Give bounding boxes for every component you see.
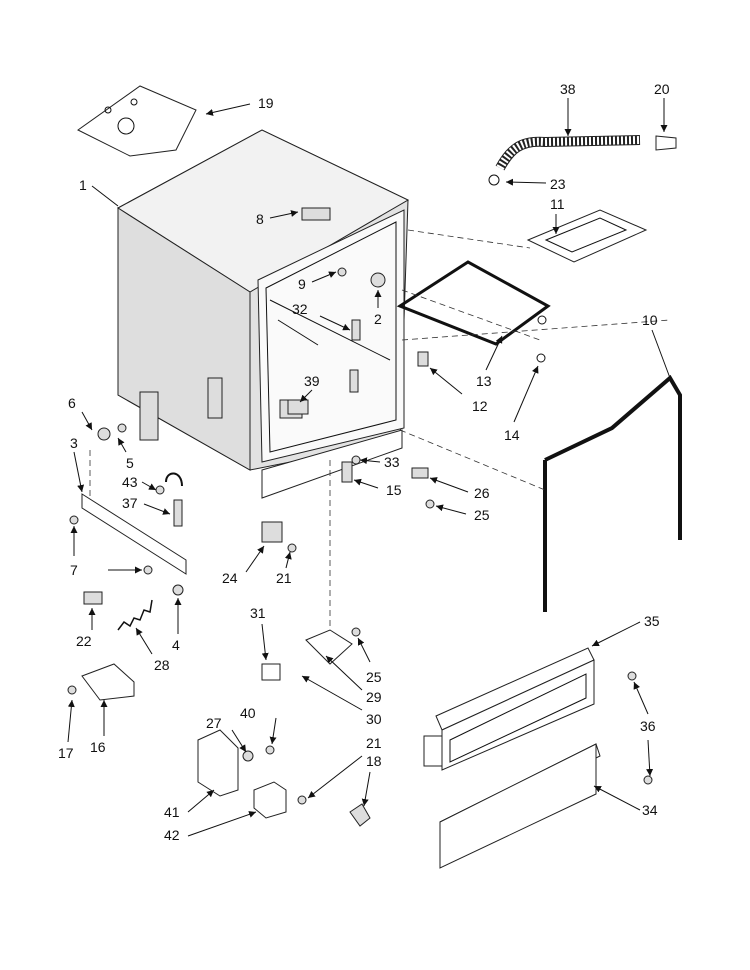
- callout-5: 5: [126, 455, 134, 471]
- tub-assembly: [117, 129, 410, 499]
- callout-21a: 21: [276, 570, 292, 586]
- callout-14: 14: [504, 427, 520, 443]
- hardware-fasteners: [67, 207, 653, 805]
- part-34-panel: [439, 743, 601, 869]
- callout-7: 7: [70, 562, 78, 578]
- callout-13: 13: [476, 373, 492, 389]
- callout-8: 8: [256, 211, 264, 227]
- part-3-bracket: [81, 493, 187, 575]
- callout-labels: 1 2 3 4 5 6 7 8 9 10 11 12 13 14 15 16 1…: [58, 81, 670, 843]
- callout-2: 2: [374, 311, 382, 327]
- guide-lines: [89, 229, 671, 640]
- callout-3: 3: [70, 435, 78, 451]
- callout-21b: 21: [366, 735, 382, 751]
- callout-39: 39: [304, 373, 320, 389]
- callout-1: 1: [79, 177, 87, 193]
- part-28-spring: [117, 599, 153, 631]
- callout-12: 12: [472, 398, 488, 414]
- part-22-label: [83, 591, 103, 605]
- part-35-panel: [423, 647, 595, 771]
- callout-43: 43: [122, 474, 138, 490]
- callout-23: 23: [550, 176, 566, 192]
- callout-20: 20: [654, 81, 670, 97]
- callout-41: 41: [164, 804, 180, 820]
- callout-4: 4: [172, 637, 180, 653]
- part-29-bracket: [261, 629, 353, 681]
- callout-27: 27: [206, 715, 222, 731]
- callout-31: 31: [250, 605, 266, 621]
- part-18-clip: [349, 803, 371, 827]
- part-38-hose: [488, 135, 677, 186]
- leader-lines: [67, 98, 671, 837]
- part-16-foot: [81, 663, 135, 701]
- callout-38: 38: [560, 81, 576, 97]
- callout-11: 11: [550, 196, 565, 212]
- part-13-frame: [396, 260, 551, 363]
- callout-6: 6: [68, 395, 76, 411]
- callout-34: 34: [642, 802, 658, 818]
- callout-9: 9: [298, 276, 306, 292]
- callout-15: 15: [386, 482, 402, 498]
- callout-42: 42: [164, 827, 180, 843]
- callout-22: 22: [76, 633, 92, 649]
- callout-10: 10: [642, 312, 658, 328]
- callout-37: 37: [122, 495, 138, 511]
- callout-28: 28: [154, 657, 170, 673]
- callout-25a: 25: [474, 507, 490, 523]
- callout-19: 19: [258, 95, 274, 111]
- part-11-grate: [526, 209, 648, 263]
- part-41-42-brackets: [197, 729, 287, 819]
- callout-18: 18: [366, 753, 382, 769]
- part-19-bag: [77, 85, 197, 157]
- callout-30: 30: [366, 711, 382, 727]
- callout-32: 32: [292, 301, 308, 317]
- callout-17: 17: [58, 745, 74, 761]
- callout-29: 29: [366, 689, 382, 705]
- callout-25b: 25: [366, 669, 382, 685]
- callout-16: 16: [90, 739, 106, 755]
- part-10-stand: [543, 374, 682, 612]
- callout-40: 40: [240, 705, 256, 721]
- callout-33: 33: [384, 454, 400, 470]
- callout-24: 24: [222, 570, 238, 586]
- callout-26: 26: [474, 485, 490, 501]
- callout-36: 36: [640, 718, 656, 734]
- callout-35: 35: [644, 613, 660, 629]
